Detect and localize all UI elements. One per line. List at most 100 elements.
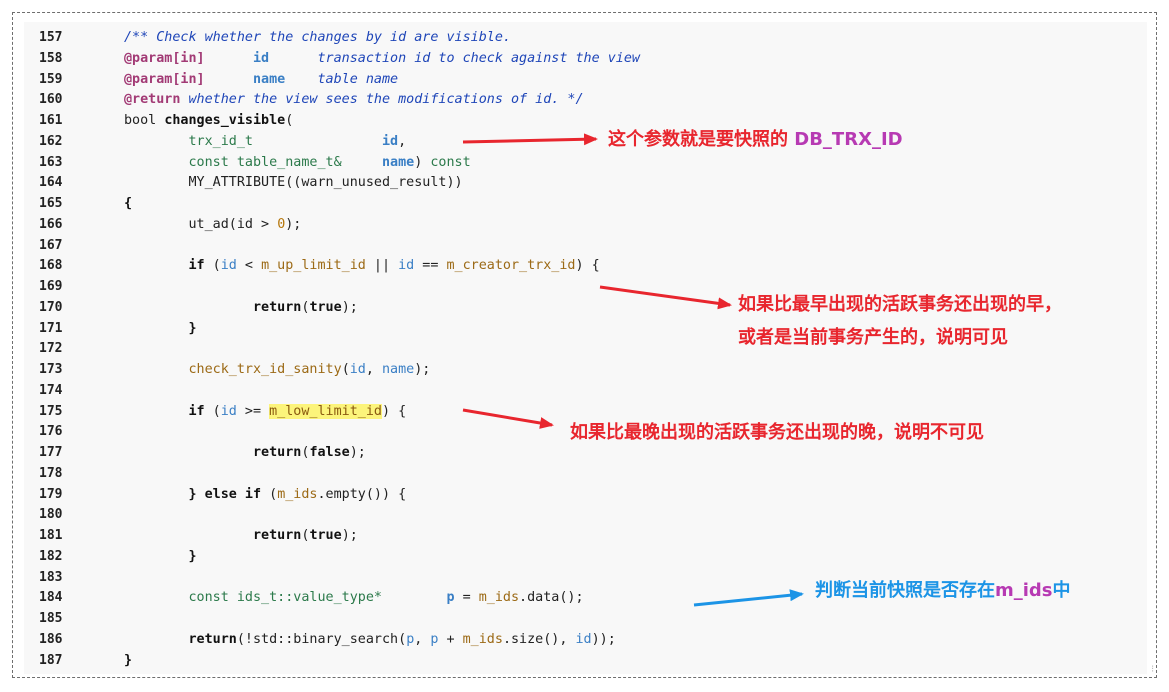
code-token: return — [253, 528, 302, 543]
code-token: true — [309, 528, 342, 543]
code-token: ) { — [382, 403, 407, 419]
code-token: p — [446, 590, 455, 606]
line-number: 179 — [39, 486, 63, 502]
code-token: if — [188, 258, 205, 274]
code-token: const ids_t::value_type* — [188, 590, 382, 606]
line-number: 163 — [39, 154, 63, 170]
code-token: .size(), — [502, 631, 576, 647]
code-token: @param[in] — [124, 71, 205, 87]
line-number: 157 — [39, 30, 63, 45]
code-token: p — [430, 631, 439, 647]
code-token: trx_id_t — [188, 133, 254, 149]
code-token: id — [253, 50, 270, 66]
code-token: >= — [236, 403, 270, 419]
code-text: } — [124, 319, 197, 340]
line-number: 185 — [39, 611, 63, 626]
line-number: 186 — [39, 631, 63, 647]
code-token: = — [454, 590, 479, 606]
code-token: , — [414, 631, 431, 647]
line-number: 180 — [39, 507, 63, 523]
code-text: @return whether the view sees the modifi… — [124, 90, 584, 111]
line-number: 169 — [39, 279, 63, 294]
code-text: @param[in] name table name — [124, 70, 398, 91]
code-token: m_low_limit_id — [269, 403, 382, 419]
annotation-line-1: 如果比最早出现的活跃事务还出现的早， — [738, 294, 1062, 315]
code-token: check_trx_id_sanity — [188, 362, 342, 377]
code-token: || — [365, 258, 399, 274]
line-number: 176 — [39, 424, 63, 440]
code-token: id — [575, 631, 592, 647]
annotation-in-mids: 判断当前快照是否存在m_ids中 — [815, 579, 1071, 603]
code-token: id — [220, 403, 237, 419]
code-token: id — [382, 133, 399, 149]
code-token: ( — [341, 362, 350, 377]
code-token: ut_ad(id > — [188, 216, 278, 232]
annotation-text: 判断当前快照是否存在 — [815, 580, 995, 601]
line-number: 165 — [39, 196, 63, 211]
code-token: ); — [349, 445, 366, 460]
code-token: m_up_limit_id — [261, 258, 366, 274]
line-number: 171 — [39, 320, 63, 336]
code-text: MY_ATTRIBUTE((warn_unused_result)) — [124, 173, 463, 194]
annotation-param-snapshot: 这个参数就是要快照的 DB_TRX_ID — [608, 128, 903, 152]
code-token: name — [382, 362, 415, 377]
code-token: .empty()) { — [317, 486, 407, 502]
line-number: 177 — [39, 445, 63, 460]
code-token: return — [253, 299, 302, 315]
code-token: ( — [301, 445, 310, 460]
code-token: true — [309, 299, 342, 315]
code-token: + — [438, 631, 463, 647]
code-token: id — [220, 258, 237, 274]
code-text: bool changes_visible( — [124, 111, 293, 132]
arrow-1 — [462, 133, 598, 146]
annotation-keyword: m_ids — [995, 580, 1053, 601]
code-token: )); — [591, 631, 616, 647]
code-token: name — [253, 71, 286, 87]
code-token: ( — [261, 486, 278, 502]
code-text: @param[in] id transaction id to check ag… — [124, 49, 640, 70]
line-number: 184 — [39, 590, 63, 606]
code-token: == — [414, 258, 447, 274]
code-text: } else if (m_ids.empty()) { — [124, 485, 407, 506]
code-token: .data(); — [519, 590, 584, 606]
code-token: ) { — [575, 258, 600, 274]
annotation-line-2: 或者是当前事务产生的，说明可见 — [738, 327, 1008, 348]
code-text: return(!std::binary_search(p, p + m_ids.… — [124, 630, 616, 651]
code-text: } — [124, 547, 197, 568]
code-token: ); — [285, 216, 302, 232]
code-token: ( — [301, 299, 310, 315]
line-number: 160 — [39, 92, 63, 108]
code-token: MY_ATTRIBUTE((warn_unused_result)) — [188, 175, 463, 191]
line-number: 181 — [39, 528, 63, 543]
line-number: 168 — [39, 258, 63, 274]
code-token: @return — [124, 92, 181, 108]
code-editor-panel — [24, 22, 1147, 674]
line-number: 183 — [39, 569, 63, 585]
code-token: bool — [124, 113, 165, 128]
line-number: 166 — [39, 216, 63, 232]
line-number: 164 — [39, 175, 63, 191]
code-token: id — [398, 258, 415, 274]
code-token: ( — [204, 403, 221, 419]
annotation-visible-early: 如果比最早出现的活跃事务还出现的早， 或者是当前事务产生的，说明可见 — [738, 293, 1062, 350]
code-text: return(true); — [124, 526, 358, 547]
code-token: changes_visible — [164, 113, 286, 128]
line-number: 187 — [39, 652, 63, 668]
code-token: whether the view sees the modifications … — [180, 92, 584, 108]
code-token: return — [188, 631, 237, 647]
line-number: 174 — [39, 382, 63, 398]
line-number: 175 — [39, 403, 63, 419]
code-token: const table_name_t& — [188, 154, 342, 170]
code-token: , — [398, 133, 407, 149]
line-number: 170 — [39, 299, 63, 315]
code-token: m_ids — [277, 486, 318, 502]
resize-corner-icon: ⁝ — [1151, 664, 1155, 675]
code-text: } — [124, 651, 132, 672]
code-token: id — [349, 362, 366, 377]
code-text: { — [124, 194, 132, 215]
code-token: ( — [285, 113, 294, 128]
line-number: 162 — [39, 133, 63, 149]
code-token: ( — [301, 528, 310, 543]
code-text: if (id < m_up_limit_id || id == m_creato… — [124, 256, 600, 277]
code-token: { — [124, 196, 133, 211]
